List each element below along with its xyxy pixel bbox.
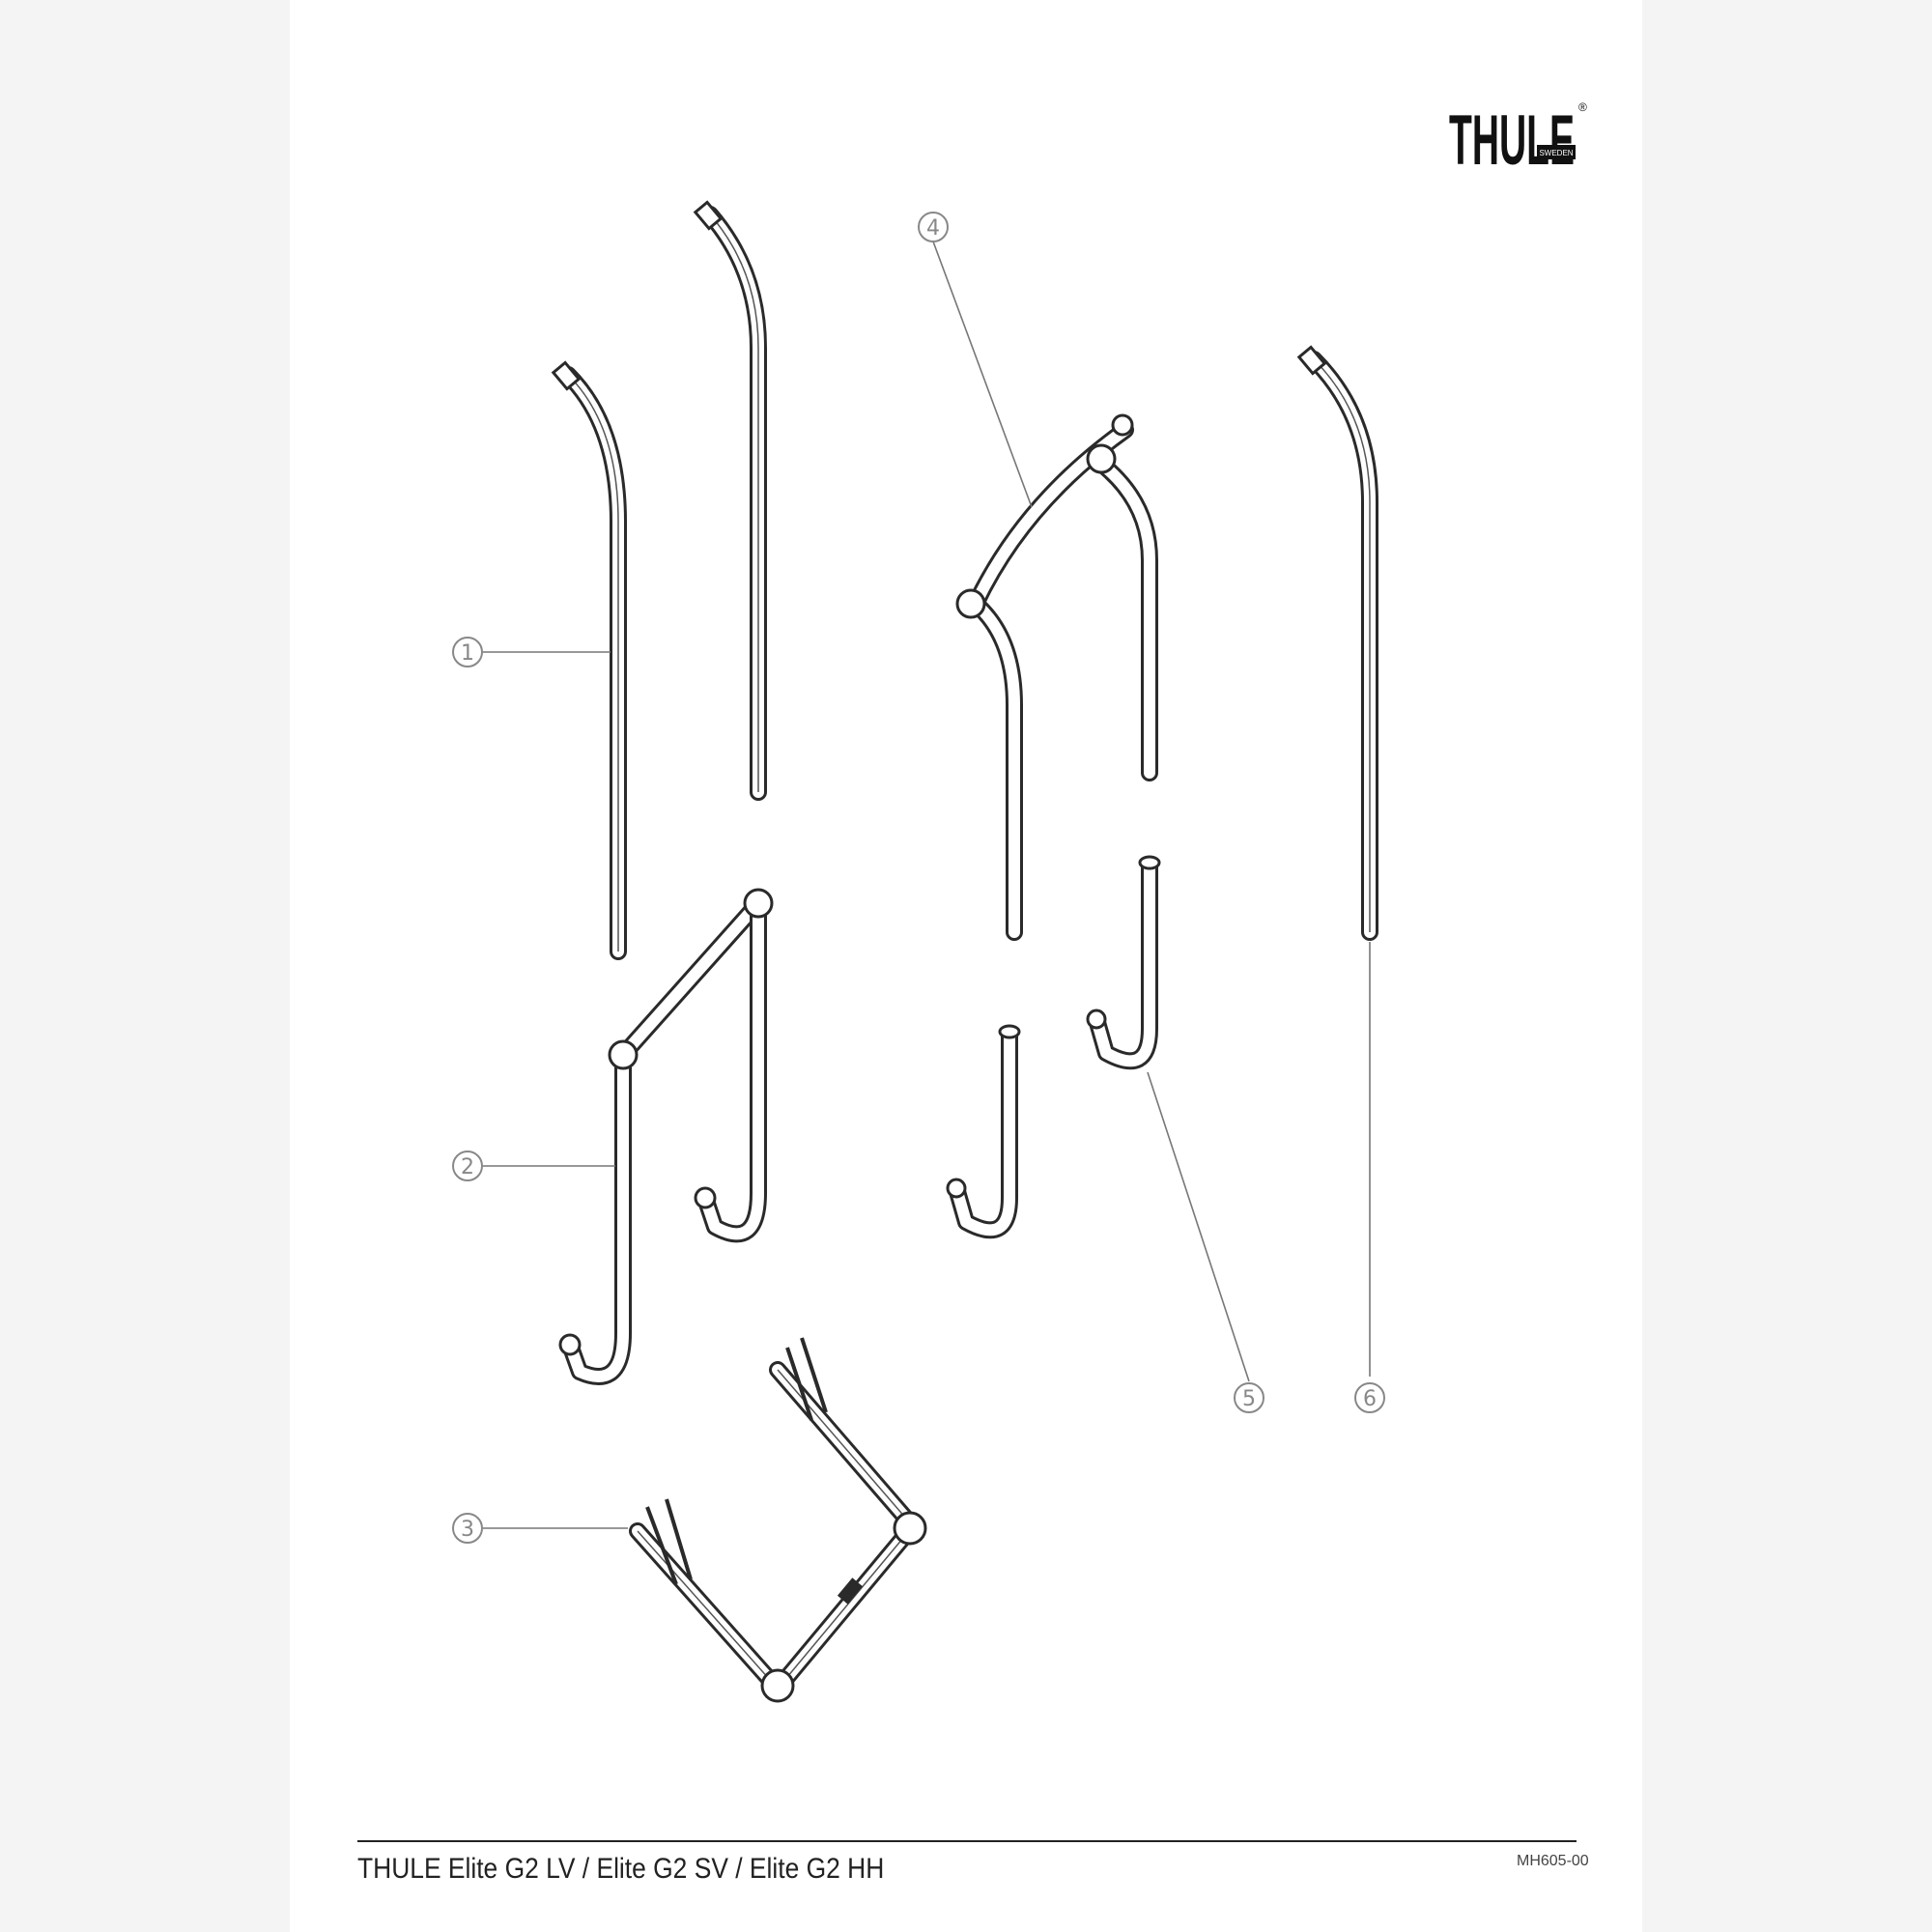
part-2-hook-frame [558, 888, 774, 1385]
callout-4-label: 4 [926, 216, 940, 241]
callout-5: 5 [1234, 1382, 1264, 1413]
document-code: MH605-00 [1517, 1853, 1589, 1869]
logo-tagline: SWEDEN [1539, 149, 1573, 157]
callout-4: 4 [918, 212, 949, 242]
footer-rule [357, 1840, 1577, 1842]
thule-logo: THULE SWEDEN ® [1449, 100, 1587, 180]
part-3-base-frame [629, 1337, 927, 1703]
callout-3-label: 3 [461, 1518, 474, 1542]
callout-6: 6 [1354, 1382, 1385, 1413]
part-1-upright-arm [551, 360, 627, 960]
drawing-sheet [290, 0, 1642, 1932]
callout-1-label: 1 [461, 641, 474, 666]
logo-tag-plate [1537, 145, 1576, 159]
part-4-cross-frame [955, 413, 1158, 941]
part-5-j-hooks [946, 855, 1161, 1239]
callout-6-label: 6 [1363, 1387, 1377, 1411]
callout-5-label: 5 [1242, 1387, 1256, 1411]
footer-title: THULE Elite G2 LV / Elite G2 SV / Elite … [357, 1853, 885, 1885]
callout-2: 2 [452, 1151, 483, 1181]
part-6-upright-arm [1296, 345, 1378, 941]
callout-1: 1 [452, 637, 483, 668]
part-upright-arm-tall [693, 200, 767, 801]
logo-wordmark: THULE [1449, 101, 1575, 181]
callout-2-label: 2 [461, 1155, 474, 1179]
logo-registered-mark: ® [1578, 100, 1587, 114]
leader-lines [481, 241, 1371, 1529]
callout-3: 3 [452, 1513, 483, 1544]
